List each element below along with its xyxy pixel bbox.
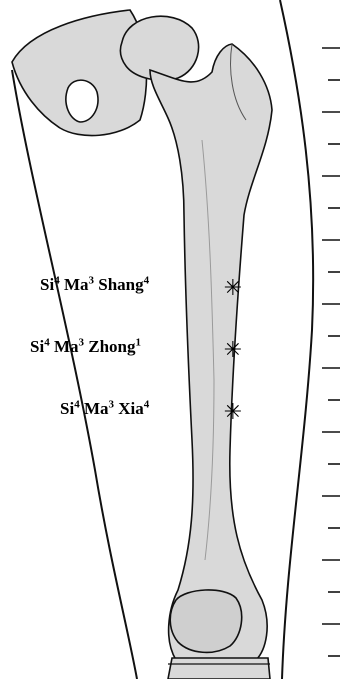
leg-outline-lateral xyxy=(280,0,313,679)
acupoint-label-zhong: Si4 Ma3 Zhong1 xyxy=(30,338,141,355)
tone-mark: 3 xyxy=(78,336,84,348)
syllable: Si xyxy=(60,399,74,418)
acupoint-marker-shang: ✳ xyxy=(224,278,242,300)
acupoint-label-xia: Si4 Ma3 Xia4 xyxy=(60,400,149,417)
syllable: Ma xyxy=(64,275,89,294)
tone-mark: 3 xyxy=(88,274,94,286)
femur-head xyxy=(120,16,198,80)
acupoint-marker-zhong: ✳ xyxy=(224,340,242,362)
tone-mark: 4 xyxy=(44,336,50,348)
syllable: Zhong xyxy=(88,337,135,356)
tone-mark: 1 xyxy=(135,336,141,348)
syllable: Ma xyxy=(54,337,79,356)
acupoint-marker-xia: ✳ xyxy=(224,402,242,424)
syllable: Ma xyxy=(84,399,109,418)
syllable: Xia xyxy=(118,399,144,418)
tone-mark: 4 xyxy=(144,398,150,410)
tone-mark: 4 xyxy=(54,274,60,286)
tibia-top xyxy=(168,658,270,679)
acupoint-label-shang: Si4 Ma3 Shang4 xyxy=(40,276,149,293)
tone-mark: 4 xyxy=(144,274,150,286)
obturator-foramen xyxy=(66,80,98,122)
femur-shaft xyxy=(150,44,272,660)
leg-outline-medial xyxy=(12,70,137,679)
tone-mark: 3 xyxy=(108,398,114,410)
syllable: Shang xyxy=(98,275,143,294)
tone-mark: 4 xyxy=(74,398,80,410)
measurement-ruler xyxy=(322,48,340,656)
syllable: Si xyxy=(30,337,44,356)
patella xyxy=(170,590,241,652)
syllable: Si xyxy=(40,275,54,294)
